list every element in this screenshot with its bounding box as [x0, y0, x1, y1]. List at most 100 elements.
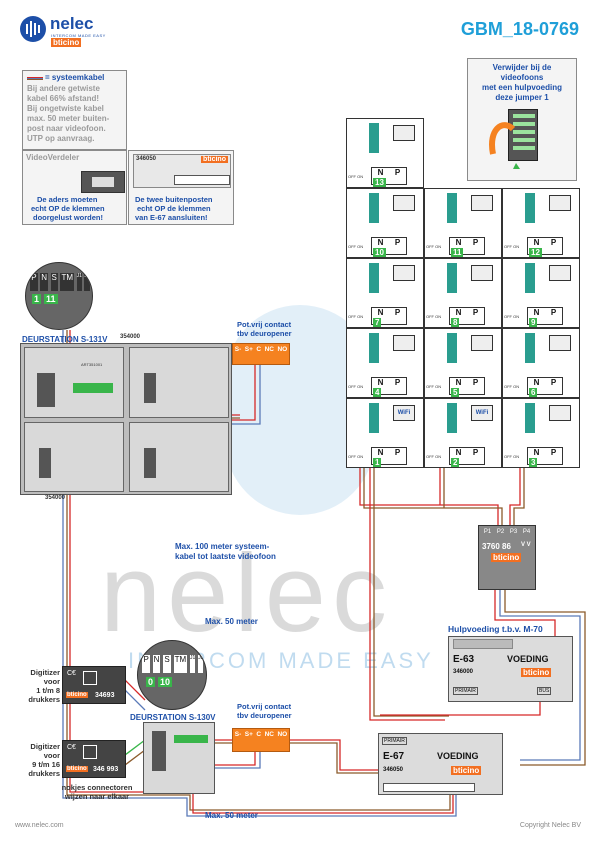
videofoon-number: 3 [529, 458, 538, 467]
hulpvoeding-unit: E-63 VOEDING 346000 bticino PRIMAIR BUS [448, 636, 573, 702]
terminal-strip-icon [369, 333, 379, 363]
terminal-strip-icon [447, 263, 457, 293]
terminal-strip-icon [369, 263, 379, 293]
col-label: N [377, 308, 384, 317]
contact-title: tbv deuropener [237, 329, 292, 338]
s131v-frame: ART351001 [20, 343, 232, 495]
terminal-closeup-s131v: P N S TM J1 J2 1 11 [25, 262, 93, 330]
note-systeemkabel-legend: = systeemkabel [45, 73, 105, 82]
ps-terminal: P1 [483, 529, 492, 535]
s131v-module [24, 422, 124, 492]
terminal-closeup-s130v: P N S TM J1 J2 0 10 [137, 640, 207, 710]
terminal-label: TM [173, 655, 188, 673]
col-label: P [394, 168, 401, 177]
col-label: N [533, 308, 540, 317]
s130v-frame [143, 722, 215, 794]
hulpvoeding-primair: PRIMAIR [453, 687, 478, 695]
col-label: P [550, 448, 557, 457]
monitor-icon [471, 265, 493, 281]
videoverdeler-device [81, 171, 125, 193]
videofoon-number: 4 [373, 388, 382, 397]
footer-url[interactable]: www.nelec.com [15, 822, 64, 829]
col-label: N [377, 238, 384, 247]
terminal-strip-icon [369, 123, 379, 153]
voeding-e67: PRIMAIR E-67 VOEDING 346050 bticino [378, 733, 503, 795]
switch-label: OFF ON [348, 384, 364, 389]
connector-note-line: nokjes connectoren [61, 783, 133, 792]
terminal-strip-icon [525, 263, 535, 293]
col-label: N [455, 238, 462, 247]
terminal-strip-icon [525, 333, 535, 363]
cable-s131v-e67-brown [66, 330, 451, 811]
monitor-icon [393, 195, 415, 211]
terminal-label: S [163, 655, 171, 673]
switch-label: OFF ON [426, 244, 442, 249]
digitizer-label: Digitizer voor 1 t/m 8 drukkers [20, 668, 60, 704]
videofoon-number: 11 [451, 248, 464, 257]
digitizer-part: 34693 [95, 692, 115, 699]
document-code: GBM_18-0769 [460, 19, 579, 39]
col-label: N [377, 448, 384, 457]
videoverdeler-text: De aders moeten [37, 195, 98, 204]
contact-term: S+ [244, 731, 253, 738]
terminal-value: 11 [44, 294, 58, 304]
digitizer-label-line: voor [43, 751, 60, 760]
monitor-icon [549, 195, 571, 211]
ps-terminal: P3 [509, 529, 518, 535]
digitizer-label-line: 9 t/m 16 [32, 760, 60, 769]
wifi-monitor-icon: WiFi [471, 405, 493, 421]
footer-copyright: Copyright Nelec BV [519, 822, 581, 829]
terminal-value: 1 [32, 294, 42, 304]
contact-block-s131v: S- S+ C NC NO [232, 343, 290, 365]
e67-part: 346050 [383, 767, 404, 773]
switch-label: OFF ON [348, 174, 364, 179]
col-label: N [533, 238, 540, 247]
hulpvoeding-title: Hulpvoeding t.b.v. M-70 [448, 624, 543, 634]
terminal-value: 10 [158, 677, 173, 687]
videofoon-number: 8 [451, 318, 460, 327]
videofoon-number: 5 [451, 388, 460, 397]
bticino-label: bticino [66, 692, 88, 698]
cable-note-max100: Max. 100 meter systeem- [175, 542, 270, 551]
col-label: P [394, 448, 401, 457]
jumper-arrow-icon [489, 122, 516, 155]
power-supply-small: P1 P2 P3 P4 3760 86 V V bticino [478, 525, 536, 590]
col-label: P [394, 378, 401, 387]
switch-label: OFF ON [504, 314, 520, 319]
bticino-label: bticino [491, 553, 522, 562]
col-label: N [455, 308, 462, 317]
s131v-module [129, 422, 229, 492]
contact-term: S- [234, 731, 242, 738]
wifi-monitor-icon: WiFi [393, 405, 415, 421]
col-label: N [533, 378, 540, 387]
terminal-strip-icon [525, 403, 535, 433]
monitor-icon [393, 125, 415, 141]
jumper-board [508, 109, 538, 161]
logo-subtext: INTERCOM MADE EASY [51, 33, 106, 38]
bticino-label: bticino [521, 668, 552, 677]
note-systeemkabel-line: Bij andere getwiste [27, 84, 100, 93]
digitizer-unit: C€ bticino 346 993 [62, 740, 126, 778]
digitizer-label: Digitizer voor 9 t/m 16 drukkers [20, 742, 60, 778]
contact-term: S+ [244, 346, 253, 353]
switch-label: OFF ON [504, 384, 520, 389]
buitenposten-part: 346050 [136, 156, 157, 162]
contact-term: NC [264, 346, 274, 353]
cable-note-max100: kabel tot laatste videofoon [175, 552, 276, 561]
terminal-label: P [30, 273, 38, 291]
e67-label: VOEDING [437, 751, 479, 761]
switch-label: OFF ON [348, 314, 364, 319]
